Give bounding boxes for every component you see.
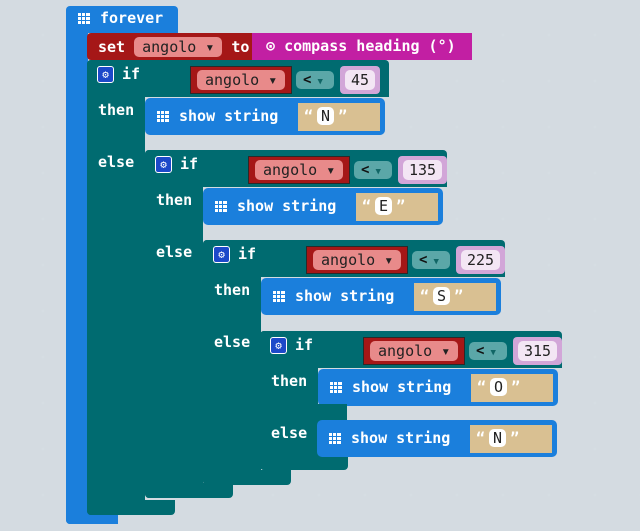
grid-icon — [329, 433, 341, 444]
else-label: else — [214, 333, 251, 351]
string-value[interactable]: S — [433, 287, 451, 305]
if-label: if — [180, 155, 199, 173]
else-label: else — [156, 243, 193, 261]
compare-operator-dropdown[interactable]: <▼ — [354, 161, 392, 179]
else-label: else — [271, 424, 308, 442]
if-footer — [260, 455, 348, 470]
string-block[interactable]: “O” — [471, 374, 553, 402]
chevron-down-icon: ▼ — [375, 167, 381, 177]
then-label: then — [156, 191, 193, 209]
chevron-down-icon: ▼ — [317, 77, 323, 87]
if-body — [203, 240, 261, 485]
show-string-label: show string — [237, 197, 337, 215]
number-block[interactable]: 315 — [513, 337, 563, 365]
if-footer — [145, 483, 233, 498]
forever-label: forever — [100, 9, 164, 27]
if-label: if — [295, 336, 314, 354]
operator-label: < — [303, 72, 312, 88]
variable-block[interactable]: angolo ▾ — [248, 156, 351, 184]
compare-operator-dropdown[interactable]: <▼ — [469, 342, 507, 360]
then-label: then — [98, 101, 135, 119]
grid-icon — [157, 111, 169, 122]
if-body — [260, 331, 318, 470]
string-block[interactable]: “N” — [298, 103, 380, 131]
if-footer — [87, 500, 175, 515]
if-label: if — [122, 65, 141, 83]
gear-icon[interactable]: ⚙ — [213, 246, 230, 263]
compass-heading-block[interactable] — [252, 33, 472, 60]
compass-icon: ⊙ — [266, 37, 276, 55]
grid-icon — [330, 382, 342, 393]
string-value[interactable]: E — [375, 197, 393, 215]
forever-body — [66, 32, 88, 524]
then-label: then — [214, 281, 251, 299]
set-label: set — [98, 38, 126, 56]
show-string-label: show string — [295, 287, 395, 305]
variable-dropdown[interactable]: angolo ▾ — [313, 250, 402, 270]
gear-icon[interactable]: ⚙ — [270, 337, 287, 354]
variable-block[interactable]: angolo ▾ — [363, 337, 466, 365]
operator-label: < — [476, 343, 485, 359]
chevron-down-icon: ▼ — [433, 257, 439, 267]
number-block[interactable]: 45 — [340, 66, 381, 94]
if-body — [87, 60, 145, 515]
compass-heading-label: compass heading (°) — [284, 37, 456, 55]
operator-label: < — [361, 162, 370, 178]
variable-block[interactable]: angolo ▾ — [306, 246, 409, 274]
variable-dropdown[interactable]: angolo ▾ — [197, 70, 286, 90]
number-value[interactable]: 225 — [461, 250, 501, 270]
variable-dropdown[interactable]: angolo ▾ — [255, 160, 344, 180]
number-value[interactable]: 45 — [345, 70, 376, 90]
gear-icon[interactable]: ⚙ — [97, 66, 114, 83]
compare-operator-dropdown[interactable]: <▼ — [412, 251, 450, 269]
number-value[interactable]: 315 — [518, 341, 558, 361]
string-block[interactable]: “E” — [356, 193, 438, 221]
number-block[interactable]: 225 — [456, 246, 506, 274]
number-value[interactable]: 135 — [403, 160, 443, 180]
if-label: if — [238, 245, 257, 263]
string-block[interactable]: “N” — [470, 425, 552, 453]
variable-dropdown[interactable]: angolo ▾ — [134, 37, 223, 57]
show-string-label: show string — [351, 429, 451, 447]
show-string-label: show string — [179, 107, 279, 125]
show-string-label: show string — [352, 378, 452, 396]
string-value[interactable]: N — [489, 429, 507, 447]
compare-operator-dropdown[interactable]: <▼ — [296, 71, 334, 89]
number-block[interactable]: 135 — [398, 156, 448, 184]
grid-icon — [273, 291, 285, 302]
if-body — [145, 150, 203, 498]
variable-dropdown[interactable]: angolo ▾ — [370, 341, 459, 361]
variable-block[interactable]: angolo ▾ — [190, 66, 293, 94]
string-value[interactable]: O — [490, 378, 508, 396]
string-value[interactable]: N — [317, 107, 335, 125]
operator-label: < — [419, 252, 428, 268]
if-footer — [203, 470, 291, 485]
if-body — [317, 404, 347, 422]
chevron-down-icon: ▼ — [490, 348, 496, 358]
grid-icon — [215, 201, 227, 212]
to-label: to — [231, 38, 250, 56]
else-label: else — [98, 153, 135, 171]
string-block[interactable]: “S” — [414, 283, 496, 311]
then-label: then — [271, 372, 308, 390]
grid-icon — [78, 13, 90, 24]
gear-icon[interactable]: ⚙ — [155, 156, 172, 173]
